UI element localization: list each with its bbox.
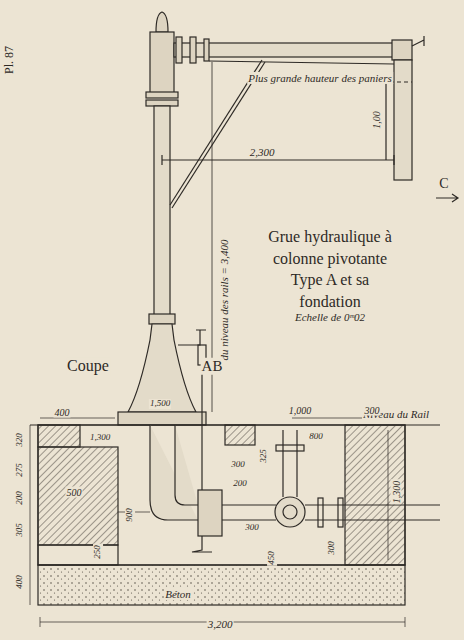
dimension-label: 1,500 bbox=[149, 399, 171, 409]
dimension-label: 400 bbox=[54, 407, 71, 418]
drawing-title: Grue hydraulique à colonne pivotante Typ… bbox=[262, 226, 398, 312]
dimension-label-vertical: 320 bbox=[15, 432, 25, 448]
dimension-label: 200 bbox=[232, 479, 248, 489]
dimension-label: 1,300 bbox=[89, 433, 111, 443]
dimension-label: Plus grande hauteur des paniers bbox=[247, 72, 393, 84]
dimension-label-vertical: 275 bbox=[15, 462, 25, 478]
dimension-label-vertical: 400 bbox=[15, 574, 25, 590]
dimension-label: 2,300 bbox=[249, 146, 276, 158]
dimension-label: 3,200 bbox=[207, 618, 234, 630]
dimension-label: C bbox=[438, 176, 449, 191]
dimension-label-vertical: Pl. 87 bbox=[3, 45, 16, 75]
dimension-label: 500 bbox=[66, 487, 83, 498]
dimension-label-vertical: 900 bbox=[125, 507, 135, 523]
dimension-label: AB bbox=[201, 358, 224, 375]
dimension-label: 300 bbox=[230, 460, 246, 470]
scale-caption: Echelle de 0ᵐ02 bbox=[262, 310, 398, 325]
dimension-label-vertical: 305 bbox=[15, 522, 25, 538]
dimension-label-vertical: 200 bbox=[15, 490, 25, 506]
dimension-label-vertical: 1,300 bbox=[391, 480, 402, 505]
dimension-label-vertical: 325 bbox=[259, 448, 269, 464]
dimension-label: Béton bbox=[164, 588, 192, 600]
dimension-label: 300 bbox=[244, 523, 260, 533]
dimension-label-vertical: 1,00 bbox=[371, 110, 382, 130]
dimension-label-vertical: 250 bbox=[93, 544, 103, 560]
dimension-label: Coupe bbox=[66, 357, 110, 375]
dimension-label-vertical: 300 bbox=[327, 540, 337, 556]
dimension-label-vertical: du niveau des rails = 3,400 bbox=[218, 238, 230, 361]
dimension-label: 300 bbox=[364, 405, 381, 416]
dimension-label: 1,000 bbox=[288, 405, 313, 416]
dimension-label-vertical: 450 bbox=[267, 550, 277, 566]
dimension-label: 800 bbox=[308, 432, 324, 442]
